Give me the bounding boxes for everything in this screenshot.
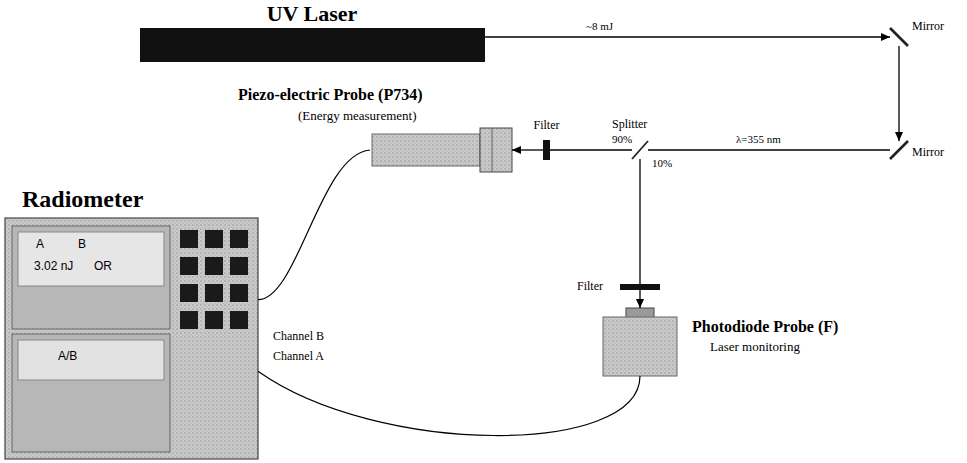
edge-label: Channel B [272, 330, 325, 344]
edge-label: λ=355 nm [735, 133, 782, 146]
laser-beam [512, 149, 543, 150]
optical-filter: Filter [620, 284, 660, 290]
split-ratio: 10% [652, 157, 672, 170]
mirror-shape [890, 141, 908, 159]
mirror-shape [890, 28, 908, 46]
radiometer: RadiometerAB3.02 nJORA/B [5, 218, 258, 459]
ratio-indicator: A/B [58, 350, 77, 364]
laser-beam [639, 290, 640, 308]
mirror: Mirror [890, 28, 908, 46]
probe-title: Photodiode Probe (F) [692, 318, 838, 336]
split-ratio: 90% [612, 133, 632, 146]
beam-splitter-shape [632, 141, 648, 159]
probe-purpose: Laser monitoring [710, 340, 800, 355]
mirror-label: Mirror [912, 20, 944, 34]
mirror-surface [890, 141, 908, 159]
mirror-surface [890, 28, 908, 46]
beam-splitter: Splitter90%10% [632, 141, 648, 159]
probe-title: Piezo-electric Probe (P734) [238, 86, 423, 104]
laser-title: UV Laser [267, 1, 358, 26]
laser-beam [550, 149, 632, 150]
filter-label: Filter [577, 280, 603, 294]
laser-beam [648, 149, 890, 150]
energy-reading: 3.02 nJ [34, 260, 73, 274]
display-panel: A B 3.02 nJ OR [12, 226, 170, 329]
photodiode-probe: Photodiode Probe (F)Laser monitoring [602, 308, 678, 376]
signal-cable [258, 371, 640, 435]
splitter-label: Splitter [612, 118, 647, 132]
edge-label: Channel A [272, 350, 325, 364]
channel-letter: B [78, 238, 86, 252]
beam-splitter-surface [632, 141, 648, 159]
laser-beam [639, 159, 640, 284]
display-panel: A/B [12, 334, 170, 452]
probe-purpose: (Energy measurement) [298, 109, 417, 124]
laser-beam [898, 46, 899, 141]
edge-label: ~8 mJ [585, 20, 614, 33]
radiometer-body [5, 218, 258, 459]
piezo-probe: Piezo-electric Probe (P734)(Energy measu… [370, 128, 512, 172]
photodiode-probe-body [603, 308, 677, 376]
optical-filter: Filter [543, 140, 550, 160]
mirror: Mirror [890, 141, 908, 159]
laser-beam [485, 36, 890, 37]
filter-label: Filter [534, 119, 560, 133]
radiometer-title: Radiometer [22, 186, 143, 214]
mode-indicator: OR [94, 260, 112, 274]
piezo-probe-body [372, 128, 512, 172]
signal-cable [258, 150, 370, 300]
mirror-label: Mirror [912, 146, 944, 160]
laser-box: UV Laser [140, 28, 485, 62]
channel-letter: A [36, 238, 44, 252]
radiometer-buttons [180, 230, 248, 329]
